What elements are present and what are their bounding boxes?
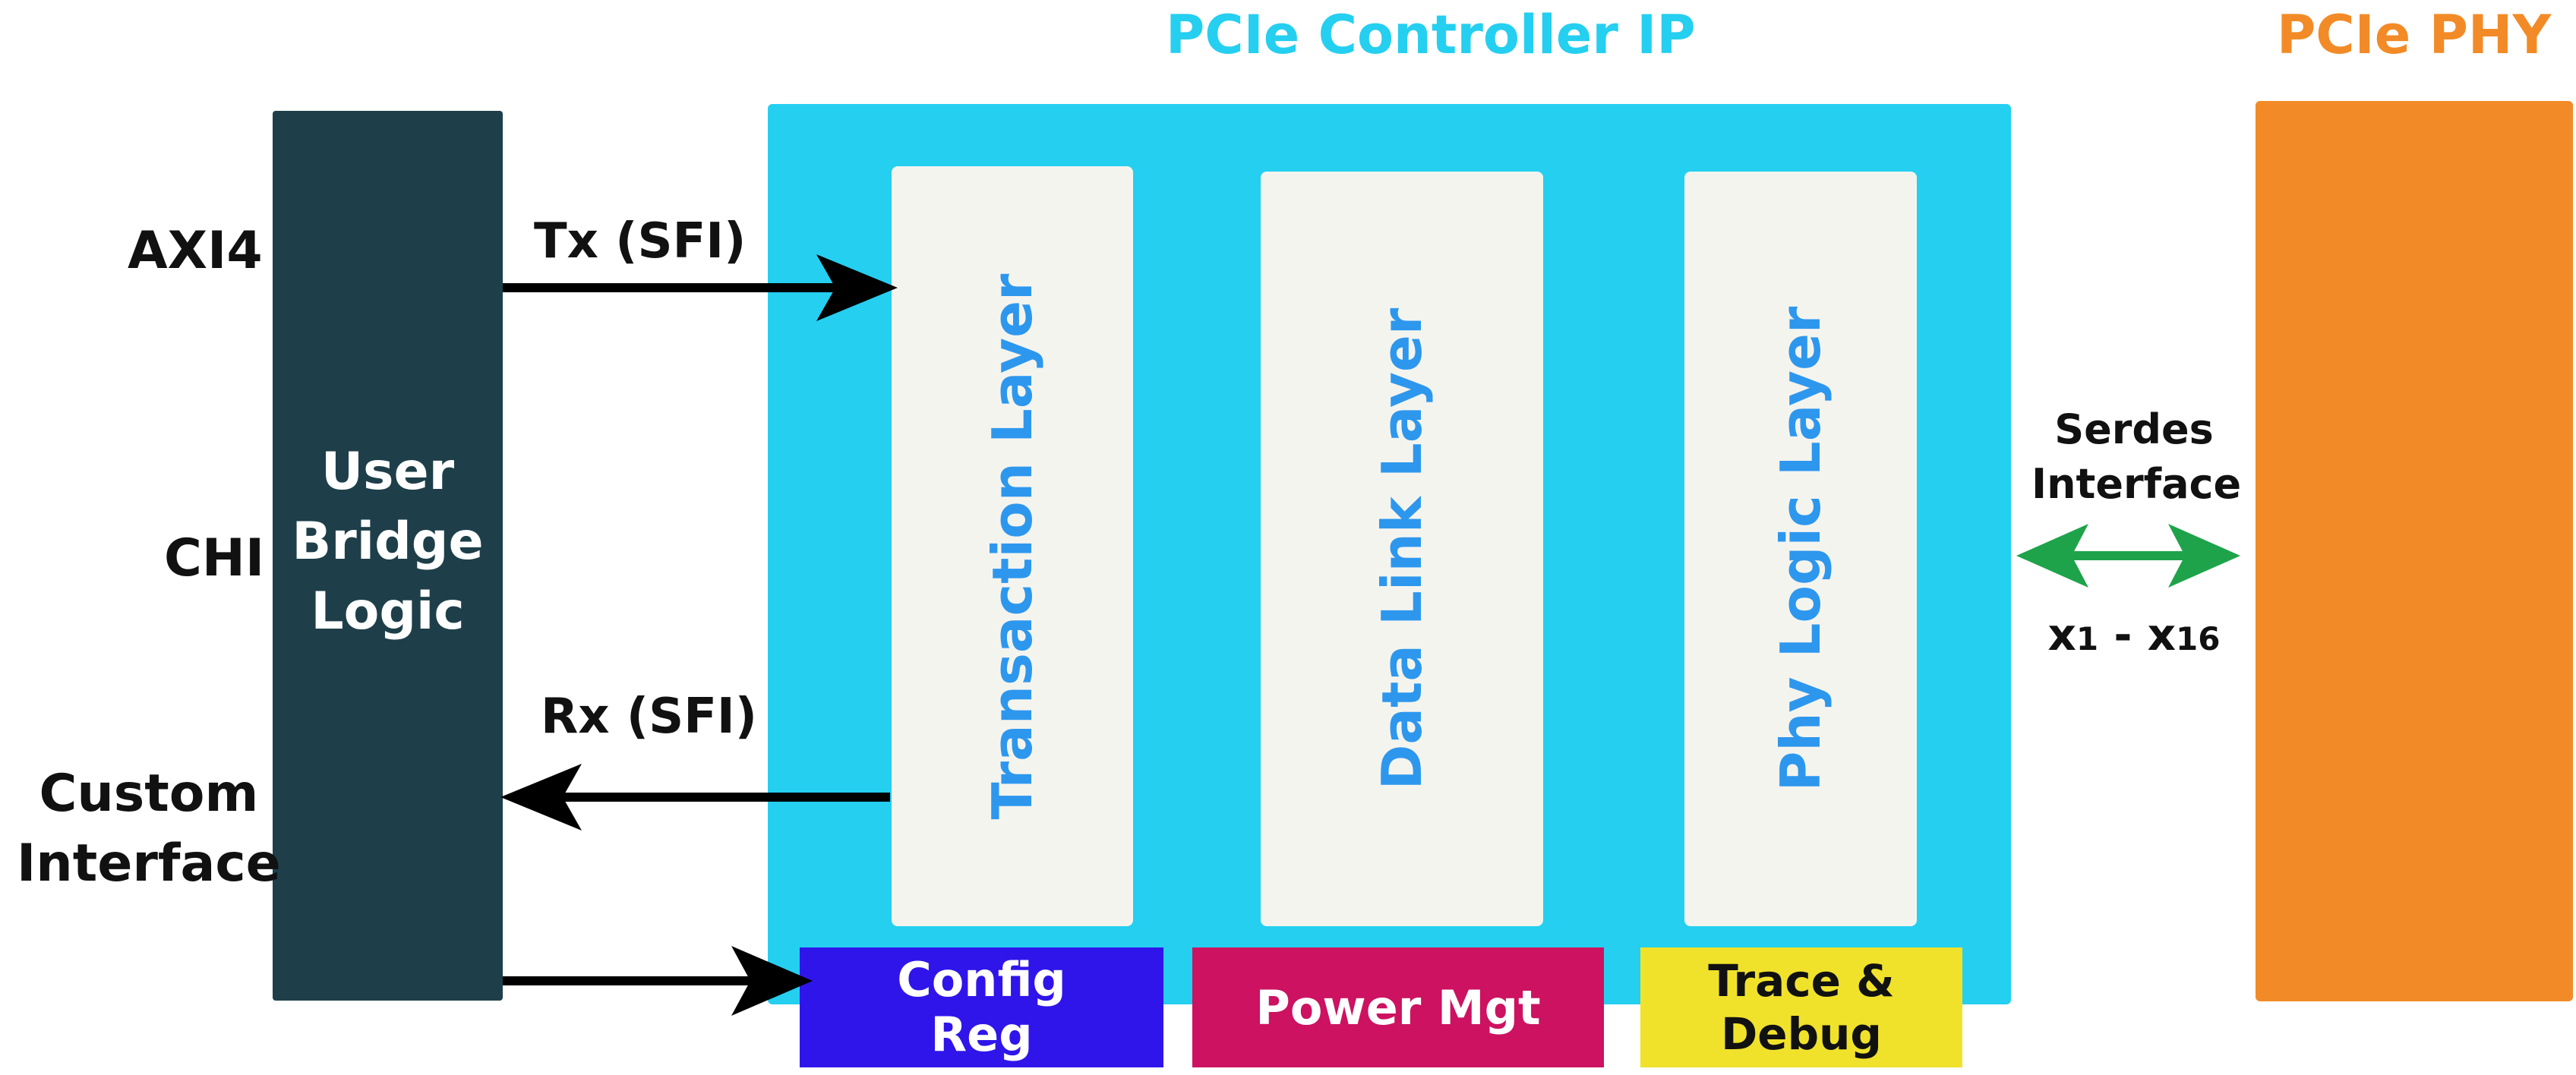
custom-interface-label: Custom Interface <box>17 759 281 899</box>
tx-arrow <box>503 254 898 321</box>
trace-debug-block: Trace & Debug <box>1640 947 1962 1067</box>
custom-interface-line2: Interface <box>17 834 281 894</box>
axi4-label: AXI4 <box>128 221 263 281</box>
transaction-layer-block: Transaction Layer <box>892 166 1133 926</box>
custom-interface-line1: Custom <box>39 764 259 824</box>
config-reg-block: Config Reg <box>800 947 1163 1067</box>
trace-debug-line2: Debug <box>1721 1008 1882 1060</box>
serdes-double-arrow <box>2016 524 2240 588</box>
config-reg-line2: Reg <box>930 1007 1033 1062</box>
user-bridge-line1: User <box>320 442 455 502</box>
lanes-x1-letter: x <box>2047 609 2076 660</box>
phy-logic-layer-block: Phy Logic Layer <box>1684 172 1917 926</box>
rx-arrow <box>500 764 890 831</box>
data-link-layer-block: Data Link Layer <box>1261 172 1543 926</box>
trace-debug-line1: Trace & <box>1708 955 1895 1007</box>
serdes-interface-label: Serdes Interface <box>2031 402 2242 512</box>
lanes-x1-number: 1 <box>2076 620 2099 657</box>
tx-sfi-label: Tx (SFI) <box>534 213 747 270</box>
controller-title: PCIe Controller IP <box>1166 4 1696 66</box>
serdes-line2: Interface <box>2031 460 2242 508</box>
power-mgt-block: Power Mgt <box>1192 947 1604 1067</box>
phy-title: PCIe PHY <box>2277 4 2552 66</box>
power-mgt-label: Power Mgt <box>1255 979 1541 1036</box>
serdes-line1: Serdes <box>2054 405 2214 453</box>
lanes-dash: - <box>2098 609 2148 660</box>
rx-sfi-label: Rx (SFI) <box>541 689 757 745</box>
lanes-x16-number: 16 <box>2176 620 2221 657</box>
lanes-label: x1 - x16 <box>2031 607 2237 667</box>
chi-label: CHI <box>164 528 265 588</box>
user-bridge-logic-block: User Bridge Logic <box>273 111 503 1001</box>
user-bridge-line2: Bridge <box>292 512 484 572</box>
config-reg-line1: Config <box>897 952 1066 1007</box>
pcie-phy-block <box>2256 101 2573 1001</box>
lanes-x16-letter: x <box>2147 609 2177 660</box>
config-arrow <box>503 946 813 1016</box>
user-bridge-line3: Logic <box>311 582 465 642</box>
